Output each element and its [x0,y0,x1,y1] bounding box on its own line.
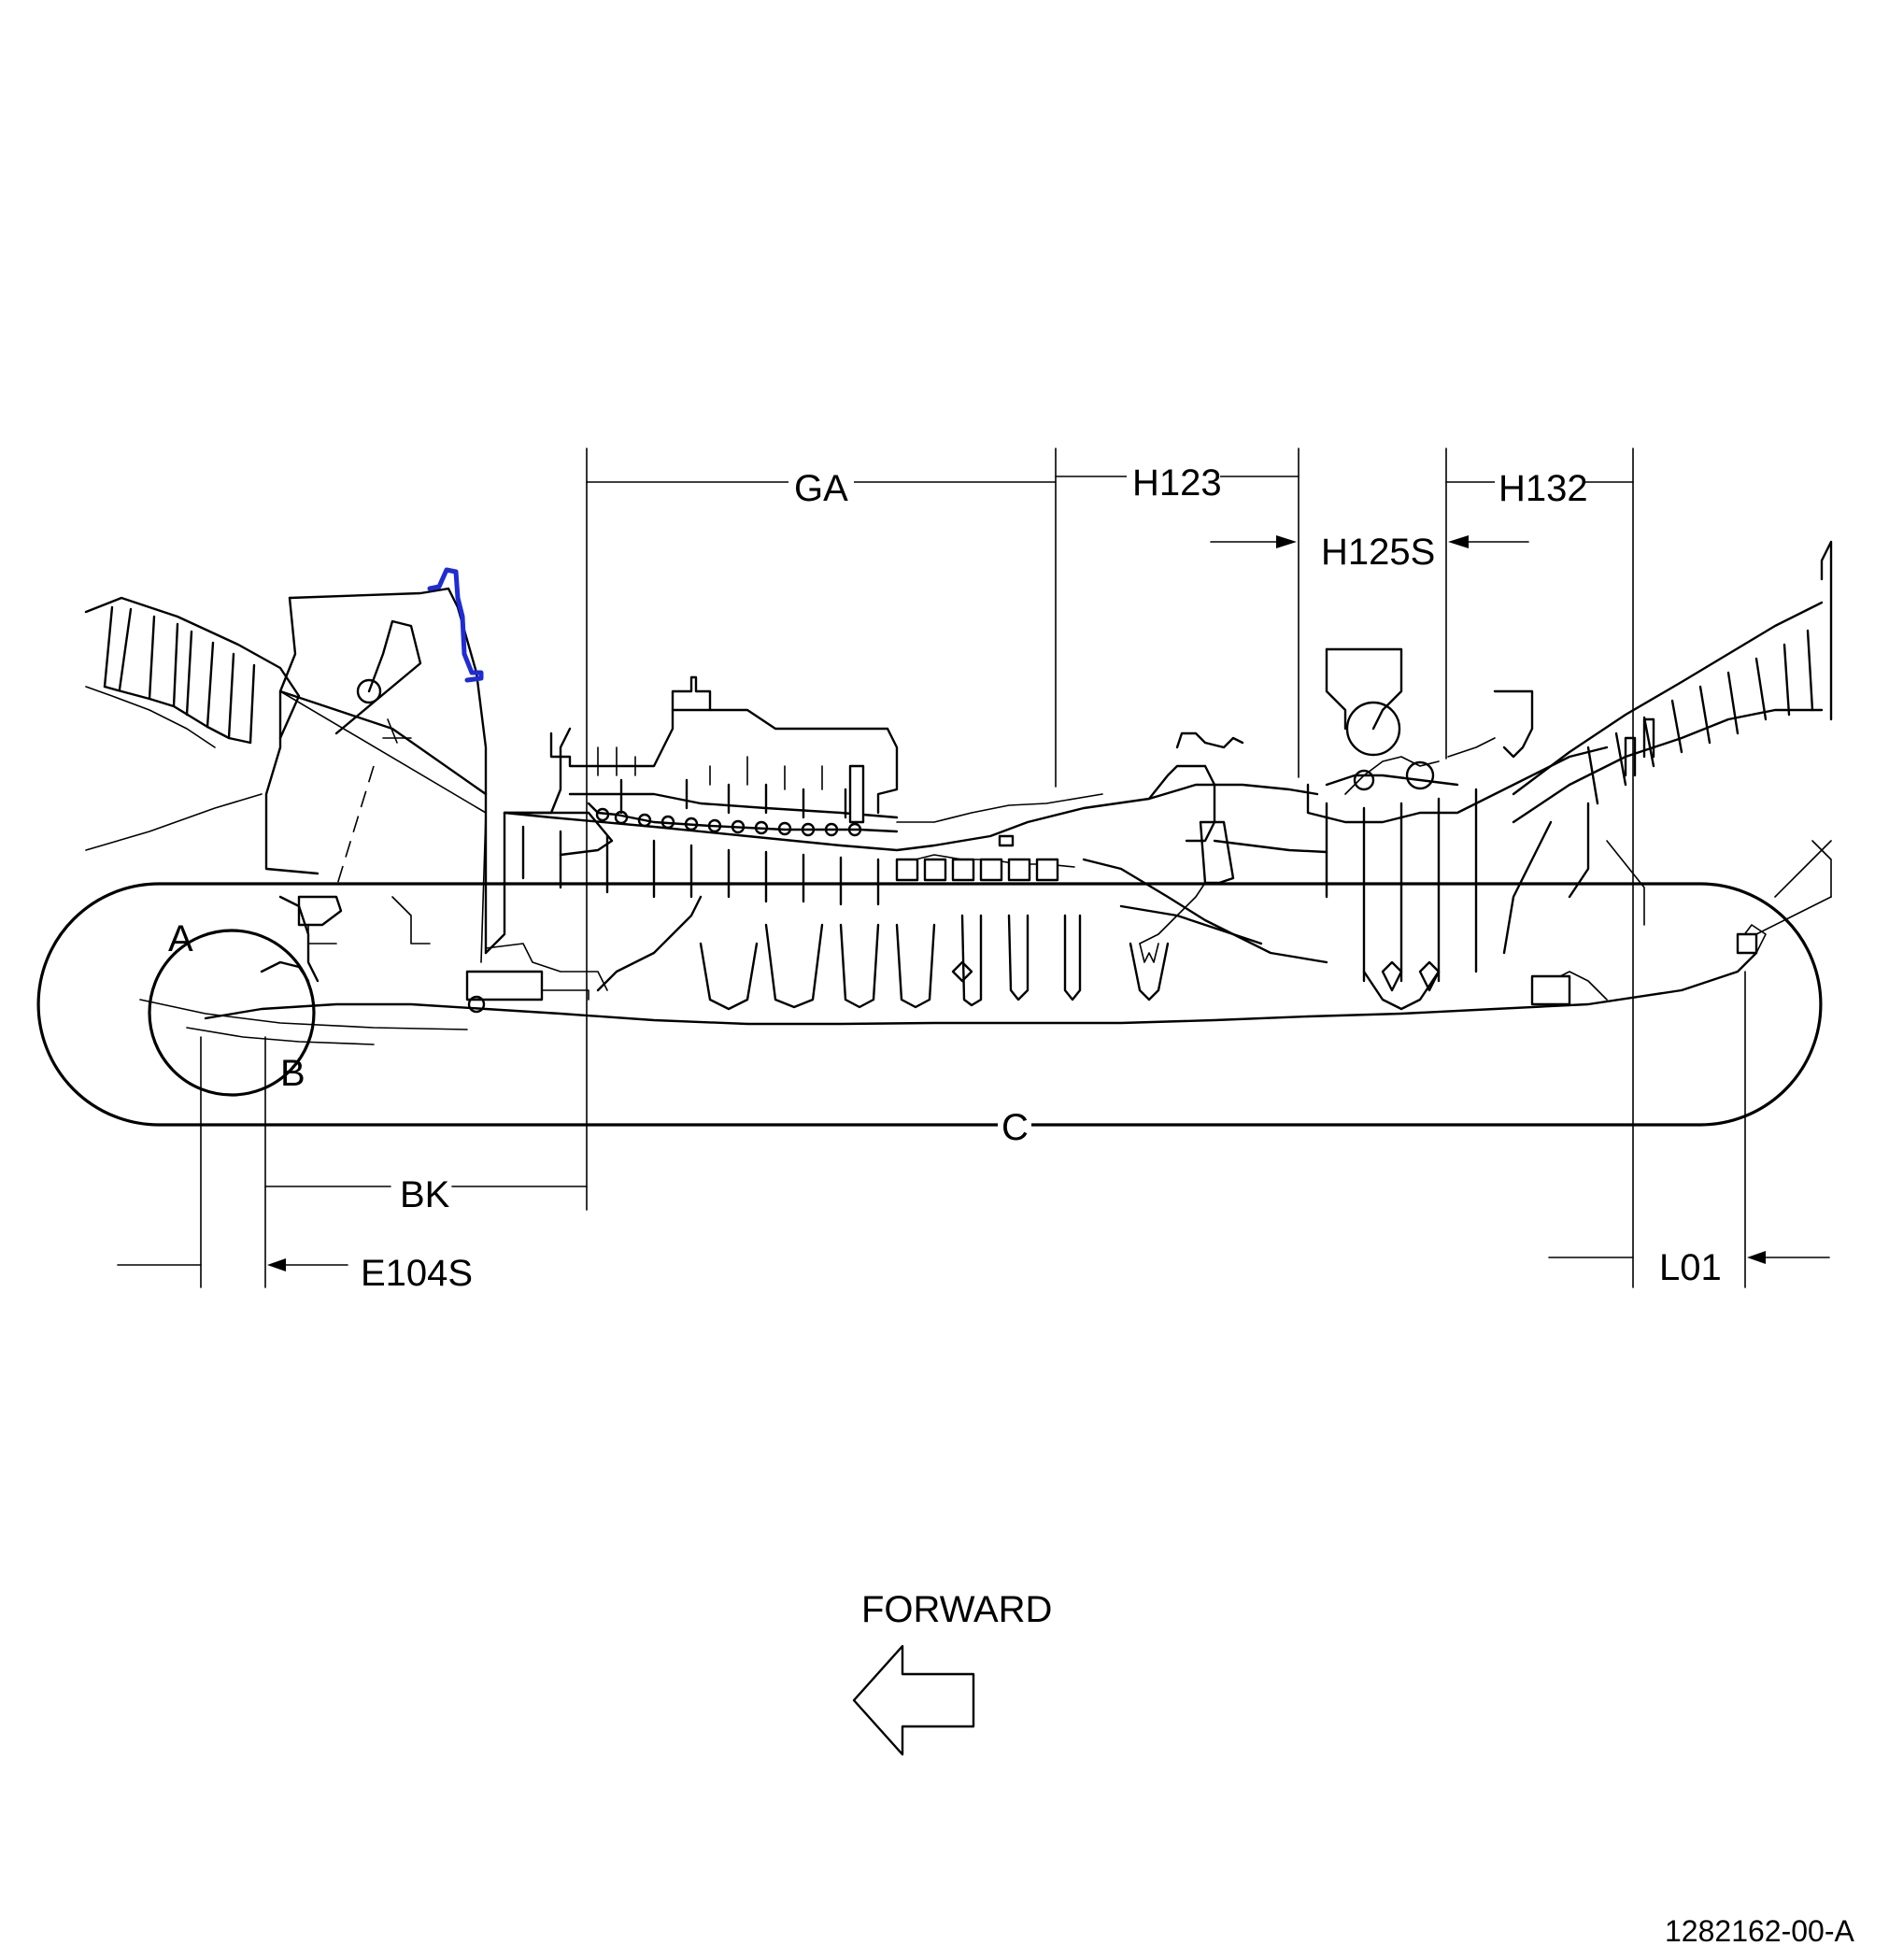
label-c: C [1001,1107,1029,1148]
zone-c-outline [36,882,1823,1127]
zone-labels: GA H123 H125S H132 C A B BK E104S L01 [168,452,1722,1294]
detail-circle [148,929,316,1097]
dimension-lines [117,447,1830,1288]
label-a: A [168,918,193,959]
label-h132: H132 [1498,468,1588,509]
compressor-casing [503,783,1319,906]
combustor-section [1082,731,1328,964]
label-e104s: E104S [361,1253,473,1294]
highlighted-harness-segment [427,567,484,683]
accessory-gearbox [549,675,899,837]
label-h123: H123 [1132,462,1222,504]
gearbox-bolt-row [595,807,862,837]
left-arrow-icon [852,1644,975,1756]
document-number: 1282162-00-A [1665,1914,1854,1948]
forward-indicator: FORWARD [852,1589,1052,1756]
label-b: B [280,1053,305,1094]
engine-shaft-region [139,895,1767,1045]
turbine-frame [1306,647,1609,992]
forward-label: FORWARD [861,1589,1052,1630]
label-ga: GA [794,468,848,509]
exhaust-blades-right [1502,540,1833,955]
fan-frame [264,587,488,963]
label-h125s: H125S [1321,532,1435,573]
label-l01: L01 [1659,1247,1722,1288]
fan-blades-left [84,596,301,851]
core-casing-left [465,727,614,1014]
engine-outline [84,540,1833,1045]
label-bk: BK [400,1174,450,1215]
